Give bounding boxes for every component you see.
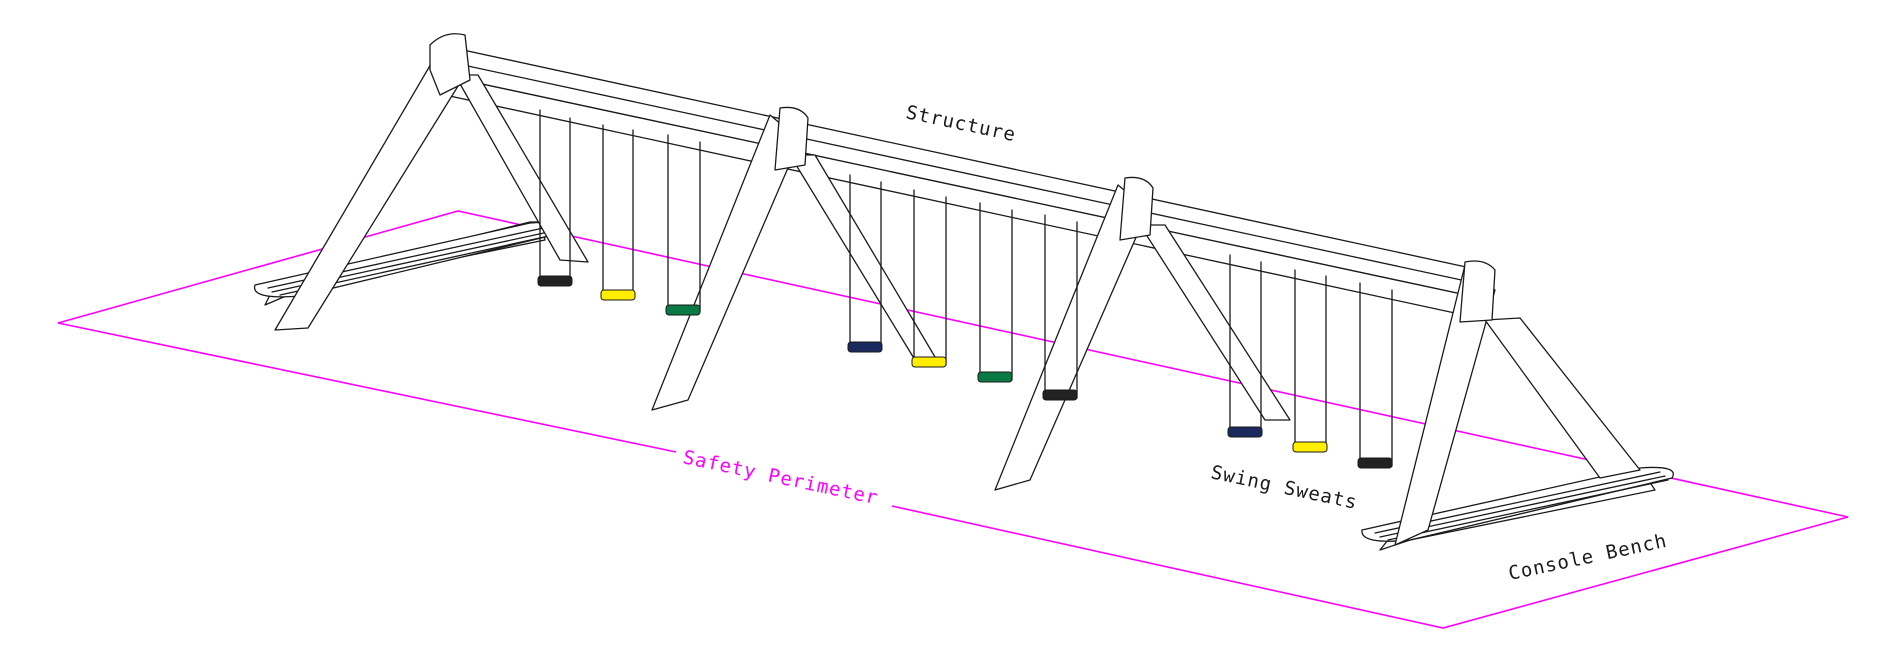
structure-label: Structure [904,101,1018,146]
swing-bay-1 [537,109,701,316]
swing-seat-yellow [600,289,636,301]
a-frame-right [1394,260,1641,546]
swing-bay-2 [847,174,1078,401]
swing-seats-label: Swing Sweats [1209,461,1360,514]
swing-seat-yellow [1292,441,1328,453]
swing-seat-green [665,304,701,316]
swing-seat-black [1357,457,1393,469]
swing-seat-navy [1227,426,1263,438]
perimeter-segment-front [57,322,677,453]
swing-seat-navy [847,341,883,353]
swing-seat-black [1042,389,1078,401]
perimeter-label-gap [680,450,890,451]
console-bench-label: Console Bench [1506,530,1669,585]
a-frame-left [274,33,589,331]
swing-seat-yellow [911,356,947,368]
safety-perimeter-label: Safety Perimeter [681,446,880,509]
a-frame-middle-2 [994,176,1291,491]
top-beam [439,44,1481,319]
swing-seat-black [537,275,573,287]
a-frame-middle-1 [651,106,939,411]
swing-seat-green [977,371,1013,383]
swing-bay-3 [1227,254,1393,469]
